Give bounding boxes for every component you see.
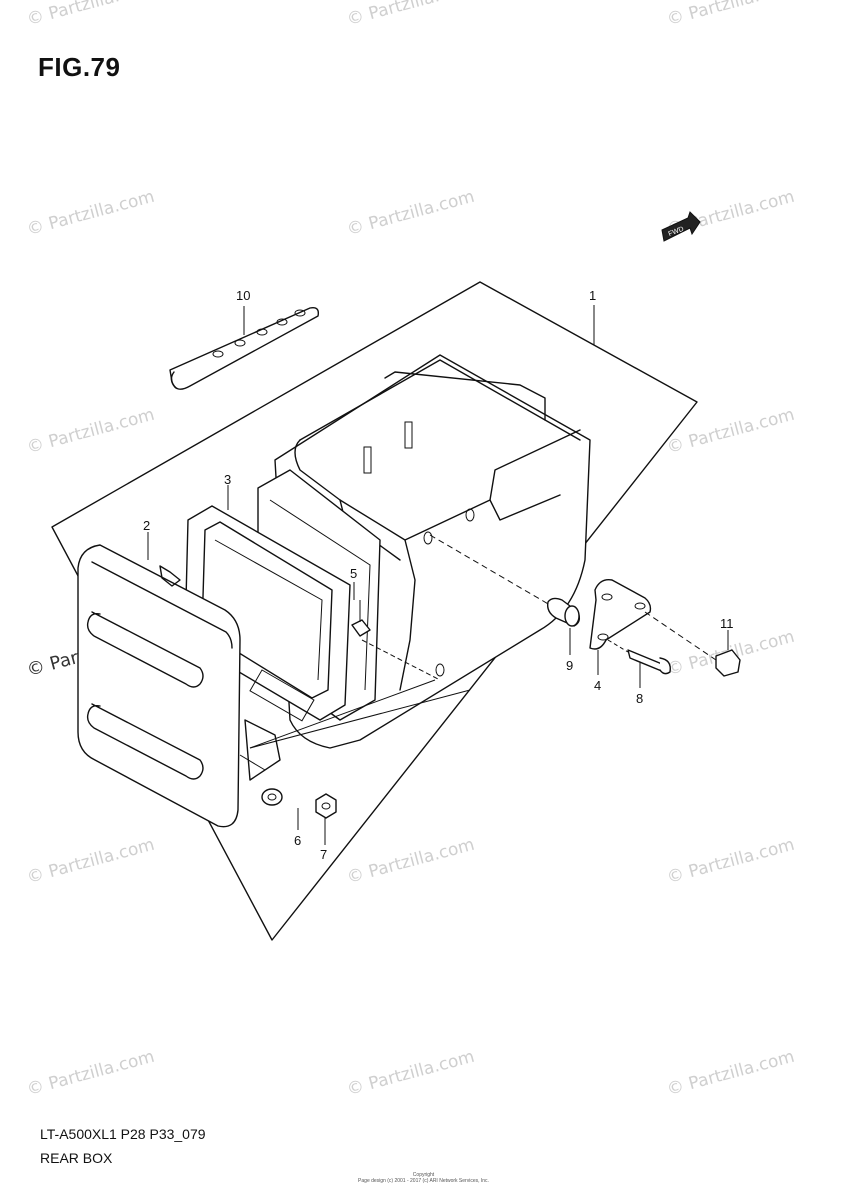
callout-1: 1 [589, 288, 596, 303]
callout-2: 2 [143, 518, 150, 533]
callout-3: 3 [224, 472, 231, 487]
part-clip [351, 600, 371, 637]
figure-title: FIG.79 [38, 52, 121, 82]
copyright-line-1: Copyright [412, 1172, 435, 1178]
part-bracket [589, 579, 652, 675]
part-flange-bolt [644, 611, 741, 677]
diagram-code: LT-A500XL1 P28 P33_079 [40, 1126, 206, 1142]
callout-8: 8 [636, 691, 643, 706]
copyright-notice: Copyright Page design (c) 2001 - 2017 (c… [0, 1172, 847, 1184]
part-washer [261, 788, 299, 830]
callout-4: 4 [594, 678, 601, 693]
part-lid-panel [77, 544, 281, 828]
callout-10: 10 [236, 288, 250, 303]
diagram-name: REAR BOX [40, 1150, 113, 1166]
callout-5: 5 [350, 566, 357, 581]
callout-9: 9 [566, 658, 573, 673]
part-bolt [607, 639, 671, 688]
callout-11: 11 [720, 616, 734, 631]
part-strap [169, 306, 320, 390]
copyright-line-2: Page design (c) 2001 - 2017 (c) ARI Netw… [358, 1178, 489, 1184]
callout-7: 7 [320, 847, 327, 862]
part-grommet [429, 534, 581, 655]
fwd-arrow-icon: FWD [661, 211, 701, 242]
part-nut [315, 793, 337, 845]
callout-6: 6 [294, 833, 301, 848]
